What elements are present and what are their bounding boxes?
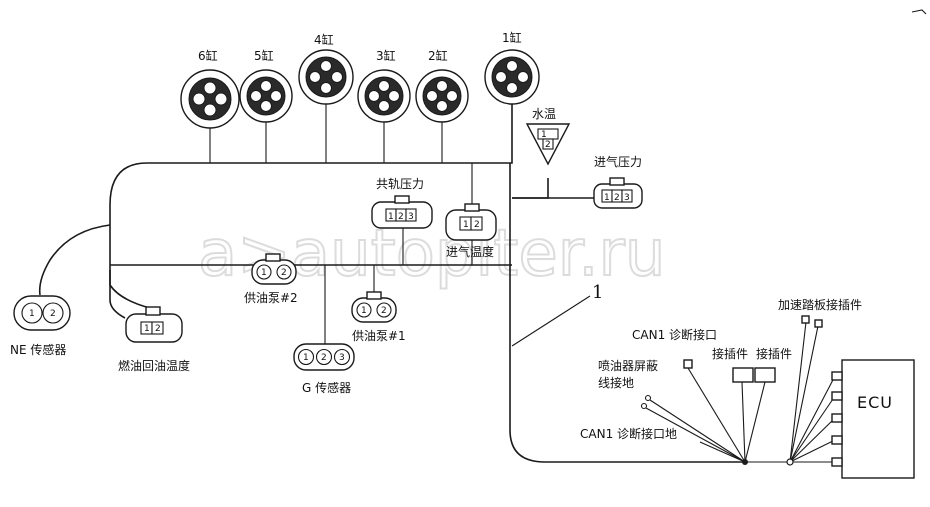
pump1-connector: 1 2 供油泵#1 bbox=[351, 291, 406, 343]
fuel-return-pin-1: 1 bbox=[144, 324, 150, 334]
shield-ground-label-2: 线接地 bbox=[598, 375, 634, 390]
fuel-return-label: 燃油回油温度 bbox=[118, 358, 190, 373]
shield-ground-terminal-a bbox=[644, 394, 652, 402]
water-temp-label: 水温 bbox=[532, 107, 556, 121]
connector-b-box bbox=[754, 367, 776, 383]
g-sensor-pin-3: 3 bbox=[339, 353, 345, 363]
pedal-connector-b bbox=[814, 319, 823, 328]
rail-pressure-label: 共轨压力 bbox=[376, 177, 424, 191]
corner-mark bbox=[911, 9, 927, 15]
injector-4-label: 4缸 bbox=[314, 32, 334, 47]
connector-a-label: 接插件 bbox=[712, 346, 748, 361]
callout-leader bbox=[511, 295, 591, 347]
intake-temp-label: 进气温度 bbox=[446, 244, 494, 259]
rail-pressure-pin-1: 1 bbox=[388, 212, 394, 222]
pump2-pin-2: 2 bbox=[281, 268, 287, 278]
intake-temp-sensor: 1 2 进气温度 bbox=[445, 203, 497, 259]
can1-port-label: CAN1 诊断接口 bbox=[632, 327, 717, 342]
pump1-pin-2: 2 bbox=[381, 306, 387, 316]
injector-4: 4缸 bbox=[298, 32, 354, 105]
connector-b-label: 接插件 bbox=[756, 346, 792, 361]
injector-3-label: 3缸 bbox=[376, 48, 396, 63]
intake-temp-pin-2: 2 bbox=[474, 220, 480, 230]
water-temp-sensor: 1 2 水温 bbox=[525, 107, 571, 166]
g-sensor-pin-2: 2 bbox=[321, 353, 327, 363]
rail-pressure-pin-2: 2 bbox=[398, 212, 404, 222]
pedal-connector-a bbox=[801, 315, 810, 324]
water-temp-pin-1: 1 bbox=[541, 130, 547, 140]
g-sensor-label: G 传感器 bbox=[302, 380, 351, 395]
ecu: ECU bbox=[831, 359, 915, 479]
g-sensor: 1 2 3 G 传感器 bbox=[293, 343, 355, 395]
pump1-pin-1: 1 bbox=[361, 306, 367, 316]
g-sensor-pin-1: 1 bbox=[303, 353, 309, 363]
shield-ground-label-1: 喷油器屏蔽 bbox=[598, 359, 658, 373]
injector-1: 1缸 bbox=[484, 30, 540, 105]
intake-pressure-pin-1: 1 bbox=[604, 193, 610, 203]
intake-pressure-label: 进气压力 bbox=[594, 154, 642, 169]
pump2-pin-1: 1 bbox=[261, 268, 267, 278]
pump1-label: 供油泵#1 bbox=[352, 329, 406, 343]
ecu-branch-wires bbox=[645, 321, 836, 466]
injector-5: 5缸 bbox=[239, 48, 293, 123]
shield-ground-terminal-b bbox=[640, 402, 648, 410]
intake-pressure-pin-2: 2 bbox=[614, 193, 620, 203]
ne-label: NE 传感器 bbox=[10, 342, 66, 357]
ecu-label: ECU bbox=[857, 393, 893, 412]
harness-callout: 1 bbox=[592, 282, 603, 303]
pedal-connector-label: 加速踏板接插件 bbox=[778, 297, 862, 312]
intake-pressure-pin-3: 3 bbox=[624, 193, 630, 203]
injector-6: 6缸 bbox=[180, 48, 240, 129]
intake-pressure-sensor: 1 2 3 进气压力 bbox=[593, 154, 643, 209]
injector-5-label: 5缸 bbox=[254, 48, 274, 63]
intake-temp-pin-1: 1 bbox=[463, 220, 469, 230]
injector-2: 2缸 bbox=[415, 48, 469, 123]
injector-drops bbox=[209, 103, 443, 163]
harness-trunk bbox=[38, 84, 745, 463]
injector-2-label: 2缸 bbox=[428, 48, 448, 63]
injector-1-label: 1缸 bbox=[502, 30, 522, 45]
pump2-label: 供油泵#2 bbox=[244, 291, 298, 305]
can1-ground-label: CAN1 诊断接口地 bbox=[580, 426, 677, 441]
can1-port-connector bbox=[683, 359, 693, 369]
ne-sensor: 1 2 NE 传感器 bbox=[10, 295, 71, 357]
connector-a-box bbox=[732, 367, 754, 383]
rail-pressure-sensor: 1 2 3 共轨压力 bbox=[371, 177, 433, 229]
pump2-connector: 1 2 供油泵#2 bbox=[244, 253, 298, 305]
injector-6-label: 6缸 bbox=[198, 48, 218, 63]
ne-pin-2: 2 bbox=[50, 309, 56, 319]
ne-pin-1: 1 bbox=[29, 309, 35, 319]
rail-pressure-pin-3: 3 bbox=[408, 212, 414, 222]
injector-3: 3缸 bbox=[357, 48, 411, 123]
water-temp-pin-2: 2 bbox=[545, 140, 551, 150]
fuel-return-pin-2: 2 bbox=[155, 324, 161, 334]
fuel-return-temp-sensor: 1 2 燃油回油温度 bbox=[118, 306, 190, 373]
